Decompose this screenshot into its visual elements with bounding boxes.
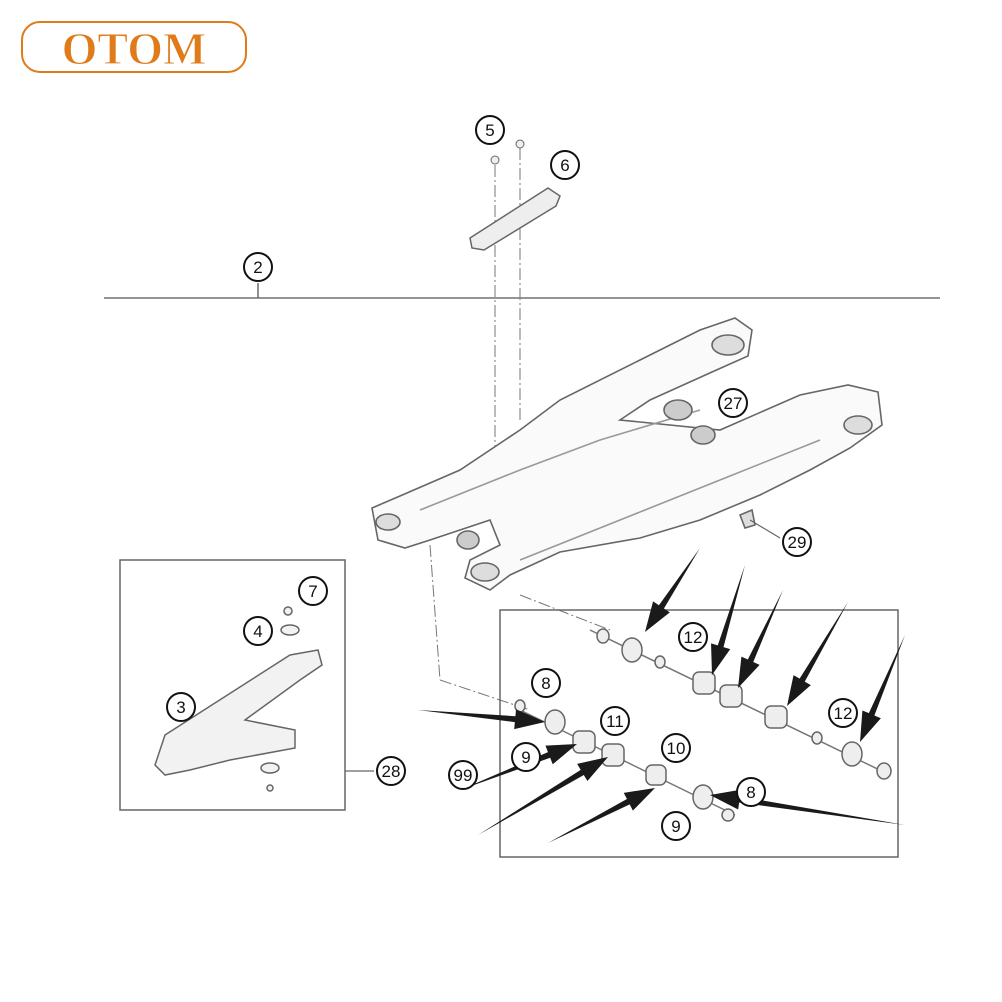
otom-logo: OTOM bbox=[21, 21, 247, 75]
bearing-parts bbox=[514, 628, 892, 822]
callout-label: 10 bbox=[667, 739, 686, 758]
callout-8a: 8 bbox=[531, 668, 561, 698]
callout-label: 11 bbox=[606, 712, 624, 731]
callout-9a: 9 bbox=[511, 742, 541, 772]
callout-label: 9 bbox=[521, 748, 530, 767]
pointer-arrow bbox=[711, 565, 745, 675]
swingarm bbox=[371, 317, 883, 591]
callout-label: 29 bbox=[788, 533, 807, 552]
callout-circle bbox=[718, 388, 748, 418]
pointer-arrow bbox=[418, 709, 545, 730]
callout-12b: 12 bbox=[828, 698, 858, 728]
callout-29: 29 bbox=[782, 527, 812, 557]
callout-circle bbox=[782, 527, 812, 557]
callout-label: 4 bbox=[253, 622, 262, 641]
callout-9b: 9 bbox=[661, 811, 691, 841]
callout-label: 99 bbox=[454, 766, 473, 785]
callout-label: 3 bbox=[176, 698, 185, 717]
logo-text: OTOM bbox=[62, 23, 207, 74]
callout-label: 8 bbox=[541, 674, 550, 693]
callout-label: 8 bbox=[746, 783, 755, 802]
pointer-arrow bbox=[860, 635, 905, 742]
bearing-kit-box bbox=[499, 609, 899, 858]
callout-5: 5 bbox=[475, 115, 505, 145]
callout-circle bbox=[531, 668, 561, 698]
callout-label: 2 bbox=[253, 258, 262, 277]
callout-label: 7 bbox=[308, 582, 317, 601]
callout-6: 6 bbox=[550, 150, 580, 180]
callout-circle bbox=[243, 252, 273, 282]
callout-27: 27 bbox=[718, 388, 748, 418]
pointer-arrow bbox=[478, 757, 608, 835]
callout-circle bbox=[475, 115, 505, 145]
pointer-arrow bbox=[548, 788, 655, 843]
callout-circle bbox=[678, 622, 708, 652]
callout-12a: 12 bbox=[678, 622, 708, 652]
callout-2: 2 bbox=[243, 252, 273, 282]
callout-label: 12 bbox=[834, 704, 853, 723]
callout-7: 7 bbox=[298, 576, 328, 606]
callout-circle bbox=[550, 150, 580, 180]
callout-label: 27 bbox=[724, 394, 743, 413]
chain-slider bbox=[154, 606, 323, 792]
callout-circle bbox=[828, 698, 858, 728]
callout-circle bbox=[376, 756, 406, 786]
callout-3: 3 bbox=[166, 692, 196, 722]
pointer-arrows bbox=[418, 548, 905, 843]
callout-circle bbox=[448, 760, 478, 790]
callout-circle bbox=[661, 733, 691, 763]
callout-circle bbox=[661, 811, 691, 841]
callout-circle bbox=[511, 742, 541, 772]
callout-label: 6 bbox=[560, 156, 569, 175]
callout-4: 4 bbox=[243, 616, 273, 646]
callout-circle bbox=[736, 777, 766, 807]
callout-circle bbox=[243, 616, 273, 646]
callout-circle bbox=[600, 706, 630, 736]
pointer-arrow bbox=[738, 590, 783, 688]
callout-circle bbox=[298, 576, 328, 606]
callout-label: 9 bbox=[671, 817, 680, 836]
callout-99: 99 bbox=[448, 760, 478, 790]
pointer-arrow bbox=[787, 602, 848, 706]
callout-label: 12 bbox=[684, 628, 703, 647]
pointer-arrow bbox=[645, 548, 700, 632]
callout-label: 28 bbox=[382, 762, 401, 781]
callout-10: 10 bbox=[661, 733, 691, 763]
callout-label: 5 bbox=[485, 121, 494, 140]
pointer-arrow bbox=[710, 789, 905, 825]
callout-28: 28 bbox=[376, 756, 406, 786]
callout-11: 11 bbox=[600, 706, 630, 736]
callout-circle bbox=[166, 692, 196, 722]
callout-8b: 8 bbox=[736, 777, 766, 807]
chain-slider-kit-box bbox=[119, 559, 346, 811]
